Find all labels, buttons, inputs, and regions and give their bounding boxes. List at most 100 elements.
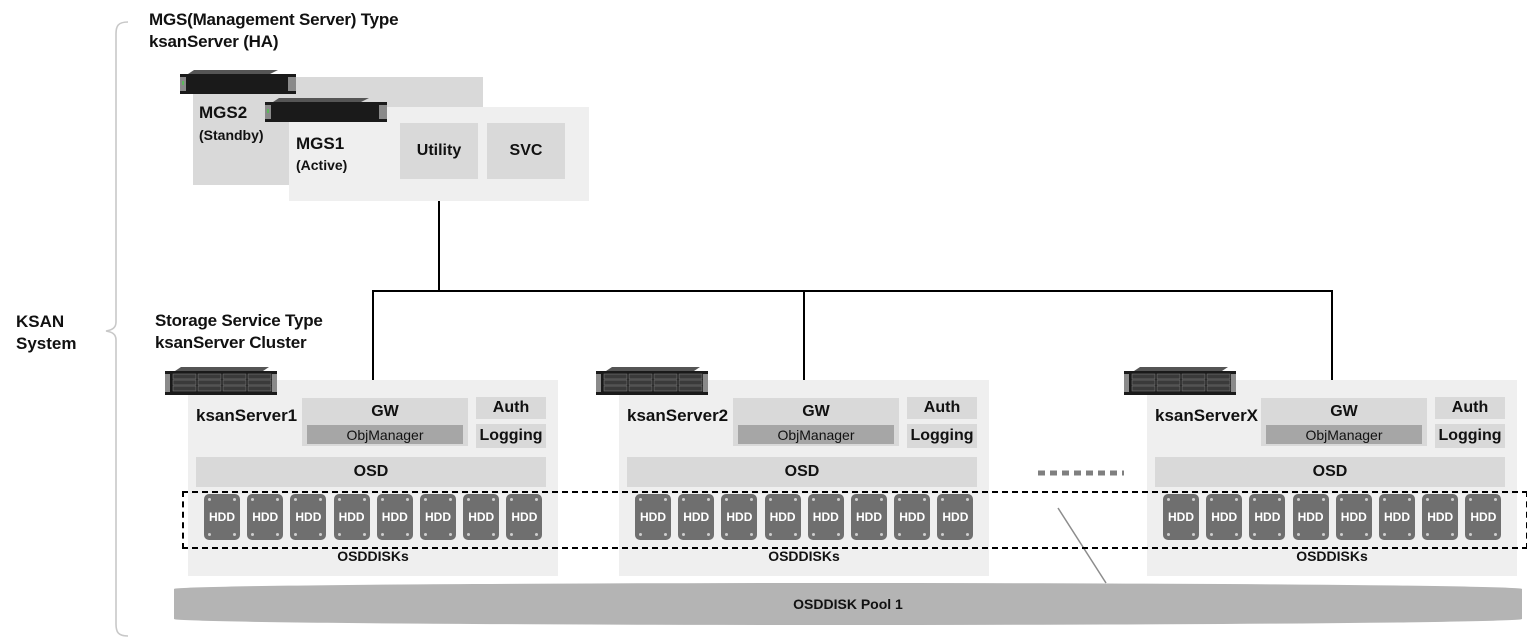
- hdd-label: HDD: [899, 510, 926, 524]
- hdd-screw: [1278, 498, 1282, 501]
- hdd-screw: [1426, 498, 1430, 501]
- utility-box: Utility: [400, 123, 478, 179]
- hdd-screw: [424, 498, 427, 501]
- hdd-label: HDD: [209, 510, 235, 524]
- hdd-screw: [424, 533, 427, 536]
- mgs1-name: MGS1: [296, 134, 345, 153]
- logging-box: Logging: [476, 424, 546, 448]
- hdd-screw: [664, 533, 667, 536]
- hdd-disk: HDD: [807, 494, 844, 540]
- hdd-screw: [1296, 498, 1300, 501]
- hdd-disk: HDD: [1292, 494, 1329, 540]
- hdd-screw: [941, 498, 945, 501]
- logging-box: Logging: [1435, 424, 1505, 448]
- hdd-disk: HDD: [506, 494, 543, 540]
- hdd-disk: HDD: [333, 494, 370, 540]
- storage-title-line1: Storage Service Type: [155, 311, 323, 330]
- osd-box: OSD: [1155, 457, 1505, 487]
- hdd-screw: [1210, 533, 1214, 536]
- hdd-screw: [811, 533, 815, 536]
- hdd-screw: [362, 533, 366, 536]
- hdd-screw: [639, 533, 642, 536]
- hdd-disk: HDD: [1249, 494, 1286, 540]
- hdd-label: HDD: [1384, 510, 1410, 524]
- mgs-title-line2: ksanServer (HA): [149, 32, 279, 51]
- logging-box: Logging: [907, 424, 977, 448]
- objmanager-box: ObjManager: [738, 425, 894, 444]
- hdd-screw: [251, 498, 255, 501]
- storage-section-title: Storage Service Type ksanServer Cluster: [155, 310, 323, 354]
- mgs1-status: (Active): [296, 157, 348, 173]
- mgs2-status: (Standby): [199, 127, 264, 143]
- hdd-label: HDD: [338, 510, 365, 524]
- osddisks-caption: OSDDISKs: [1296, 548, 1368, 564]
- hdd-screw: [1364, 498, 1368, 501]
- hdd-screw: [855, 498, 858, 501]
- osd-box: OSD: [196, 457, 546, 487]
- hdd-disk: HDD: [678, 494, 715, 540]
- hdd-screw: [966, 533, 970, 536]
- hdd-screw: [941, 533, 945, 536]
- hdd-screw: [1192, 498, 1195, 501]
- hdd-label: HDD: [252, 510, 279, 524]
- hdd-screw: [898, 498, 902, 501]
- hdd-screw: [1339, 498, 1343, 501]
- hdd-screw: [1253, 533, 1257, 536]
- hdd-screw: [208, 533, 211, 536]
- hdd-screw: [768, 498, 772, 501]
- hdd-screw: [1278, 533, 1282, 536]
- hdd-screw: [880, 498, 883, 501]
- hdd-screw: [449, 498, 452, 501]
- hdd-screw: [294, 533, 298, 536]
- hdd-label: HDD: [425, 510, 451, 524]
- mgs-title-line1: MGS(Management Server) Type: [149, 10, 399, 29]
- hdd-screw: [1210, 498, 1214, 501]
- hdd-screw: [1408, 498, 1411, 501]
- hdd-screw: [664, 498, 667, 501]
- hdd-screw: [1235, 533, 1239, 536]
- objmanager-box: ObjManager: [1266, 425, 1422, 444]
- hdd-screw: [535, 533, 539, 536]
- hdd-screw: [535, 498, 539, 501]
- hdd-screw: [294, 498, 298, 501]
- hdd-screw: [923, 533, 927, 536]
- hdd-screw: [1451, 533, 1455, 536]
- hdd-disk: HDD: [721, 494, 758, 540]
- pool-label: OSDDISK Pool 1: [793, 596, 903, 612]
- mgs-section-title: MGS(Management Server) Type ksanServer (…: [149, 9, 399, 53]
- hdd-disk: HDD: [420, 494, 456, 540]
- osddisks-outline: [182, 491, 1527, 549]
- osddisk-pool: OSDDISK Pool 1: [174, 583, 1522, 625]
- hdd-screw: [337, 498, 341, 501]
- hdd-screw: [1321, 498, 1325, 501]
- hdd-screw: [208, 498, 211, 501]
- hdd-disk: HDD: [635, 494, 671, 540]
- hdd-screw: [1339, 533, 1343, 536]
- hdd-label: HDD: [511, 510, 538, 524]
- storage-server-icon: [1124, 366, 1236, 401]
- server-name: ksanServerX: [1155, 406, 1259, 425]
- hdd-label: HDD: [942, 510, 969, 524]
- auth-box: Auth: [476, 397, 546, 419]
- hdd-screw: [1383, 498, 1386, 501]
- svc-box: SVC: [487, 123, 565, 179]
- system-label-line1: KSAN: [16, 312, 65, 331]
- hdd-disk: HDD: [764, 494, 801, 540]
- hdd-screw: [233, 533, 236, 536]
- system-label-line2: System: [16, 334, 77, 353]
- hdd-disk: HDD: [463, 494, 500, 540]
- hdd-screw: [319, 498, 323, 501]
- hdd-disk: HDD: [376, 494, 413, 540]
- hdd-screw: [1321, 533, 1325, 536]
- osddisks-caption: OSDDISKs: [768, 548, 840, 564]
- mgs2-name: MGS2: [199, 103, 248, 122]
- gw-label: GW: [371, 403, 399, 420]
- hdd-screw: [1494, 533, 1498, 536]
- hdd-disk: HDD: [204, 494, 240, 540]
- hdd-screw: [1494, 498, 1498, 501]
- hdd-label: HDD: [468, 510, 495, 524]
- hdd-label: HDD: [1297, 510, 1324, 524]
- objmanager-box: ObjManager: [307, 425, 463, 444]
- server-name: ksanServer2: [627, 406, 729, 425]
- hdd-screw: [1167, 533, 1170, 536]
